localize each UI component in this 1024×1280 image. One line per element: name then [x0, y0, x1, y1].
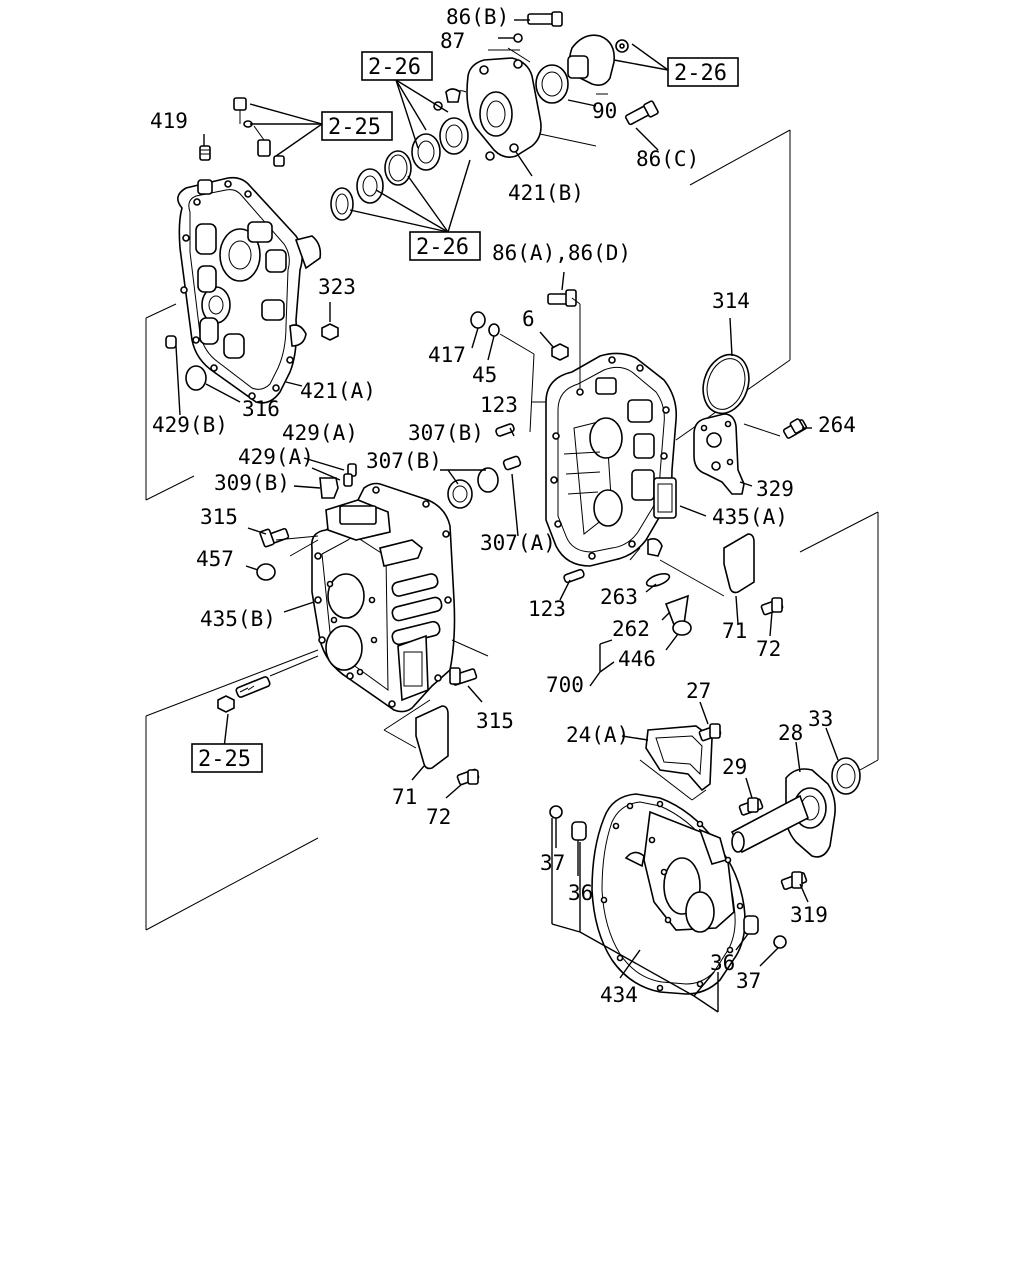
label-419: 419: [150, 109, 188, 133]
callout-labels: 86(B) 87 90 86(C) 421(B) 419 323 421(A) …: [150, 5, 856, 1007]
oring-314-and-cover-329: [693, 353, 808, 495]
label-123-upper: 123: [480, 393, 518, 417]
label-86a-86d: 86(A),86(D): [492, 241, 631, 265]
small-parts-left-mid: [217, 463, 478, 713]
label-87: 87: [440, 29, 465, 53]
label-429b: 429(B): [152, 413, 228, 437]
ref-box-2-26-mid: 2-26: [409, 231, 481, 261]
label-72-left: 72: [426, 805, 451, 829]
label-417: 417: [428, 343, 466, 367]
label-72-right: 72: [756, 637, 781, 661]
seals-bearings-upper: [330, 101, 495, 221]
label-315-lower: 315: [476, 709, 514, 733]
label-264: 264: [818, 413, 856, 437]
label-33: 33: [808, 707, 833, 731]
label-123-lower: 123: [528, 597, 566, 621]
label-315-upper: 315: [200, 505, 238, 529]
label-434: 434: [600, 983, 638, 1007]
label-71-right: 71: [722, 619, 747, 643]
cover-24a: [645, 723, 722, 792]
label-446: 446: [618, 647, 656, 671]
label-29: 29: [722, 755, 747, 779]
label-309b: 309(B): [214, 471, 290, 495]
label-36-upper: 36: [568, 881, 593, 905]
leaders-mid: [471, 271, 812, 687]
label-421b: 421(B): [508, 181, 584, 205]
label-323: 323: [318, 275, 356, 299]
label-27: 27: [686, 679, 711, 703]
label-37-upper: 37: [540, 851, 565, 875]
ref-2-26-c: 2-26: [416, 235, 469, 260]
label-263: 263: [600, 585, 638, 609]
bearing-90-and-flange: [513, 11, 659, 126]
label-86c: 86(C): [636, 147, 699, 171]
label-262: 262: [612, 617, 650, 641]
label-429a-lower: 429(A): [238, 445, 314, 469]
label-6: 6: [522, 307, 535, 331]
small-parts-upper-left: [165, 97, 339, 391]
label-319: 319: [790, 903, 828, 927]
label-24a: 24(A): [566, 723, 629, 747]
label-307b-lower: 307(B): [366, 449, 442, 473]
label-37-lower: 37: [736, 969, 761, 993]
label-36-lower: 36: [710, 951, 735, 975]
label-429a-upper: 429(A): [282, 421, 358, 445]
label-457: 457: [196, 547, 234, 571]
cover-71-left: [415, 705, 480, 786]
ref-2-26-b: 2-26: [674, 61, 727, 86]
leaders-top: [175, 19, 669, 416]
small-parts-mid: [447, 289, 692, 636]
ref-2-25-a: 2-25: [328, 115, 381, 140]
leaders-left-mid: [223, 457, 489, 799]
label-700: 700: [546, 673, 584, 697]
ref-box-2-25-bottom: 2-25: [191, 743, 263, 773]
label-45: 45: [472, 363, 497, 387]
label-421a: 421(A): [300, 379, 376, 403]
label-435b: 435(B): [200, 607, 276, 631]
label-86b: 86(B): [446, 5, 509, 29]
label-28: 28: [778, 721, 803, 745]
label-90: 90: [592, 99, 617, 123]
label-435a: 435(A): [712, 505, 788, 529]
housing-421a: [177, 176, 322, 404]
housing-435a: [545, 352, 678, 567]
label-307b-upper: 307(B): [408, 421, 484, 445]
cover-71-right: [723, 533, 784, 616]
ref-box-2-26-top-right: 2-26: [667, 57, 739, 87]
label-329: 329: [756, 477, 794, 501]
retainer-28-and-seal-33: [730, 757, 861, 891]
flywheel-housing-434: [591, 793, 746, 995]
ref-box-2-25-top: 2-25: [321, 111, 393, 141]
leaders-lower: [551, 701, 839, 1013]
ref-box-2-26-top-left: 2-26: [361, 51, 433, 81]
housing-435b: [310, 482, 456, 713]
ref-2-26-a: 2-26: [368, 55, 421, 80]
label-71-left: 71: [392, 785, 417, 809]
label-314: 314: [712, 289, 750, 313]
ref-2-25-b: 2-25: [198, 747, 251, 772]
label-316: 316: [242, 397, 280, 421]
label-307a: 307(A): [480, 531, 556, 555]
dowels-and-nuts-lower: [549, 805, 787, 949]
